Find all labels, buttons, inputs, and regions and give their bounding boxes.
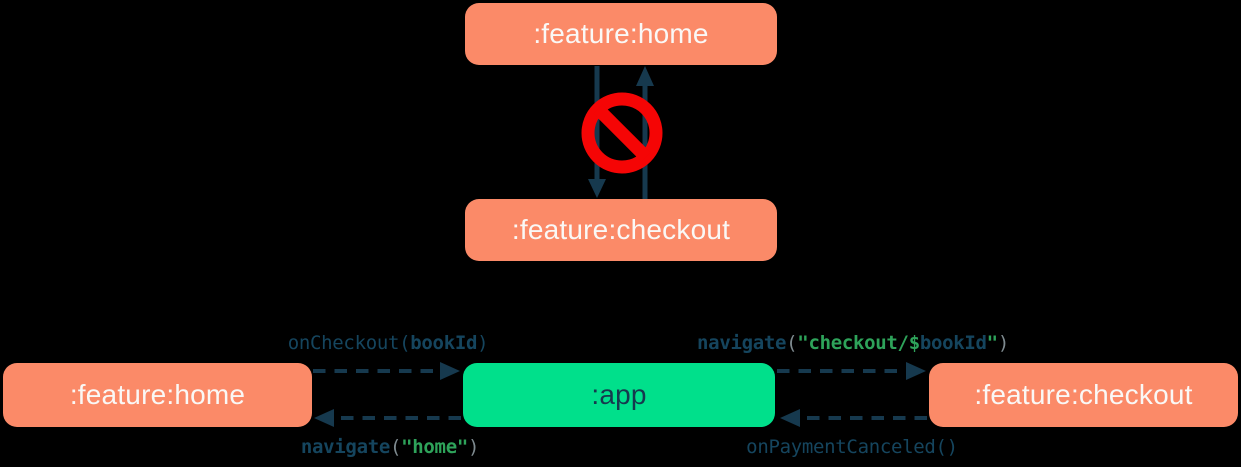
code-token: ( [390,436,402,458]
arrow-event-home-to-app [313,362,460,380]
code-token: ( [786,332,798,354]
arrow-event-checkout-to-app [780,409,927,427]
code-token: "home" [401,436,468,458]
edge-label-navigate-checkout: navigate("checkout/$bookId") [697,331,1009,356]
code-token: bookId [919,332,987,354]
arrow-checkout-to-home [636,66,654,199]
code-token: ) [477,332,489,354]
node-app: :app [463,363,775,427]
no-entry-icon [581,92,663,174]
node-label: :app [591,379,647,410]
edge-label-onpaymentcanceled: onPaymentCanceled() [746,435,958,460]
code-token: onPaymentCanceled() [746,436,958,458]
node-feature-home-top: :feature:home [465,3,777,65]
node-label: :feature:checkout [974,379,1193,410]
code-token: navigate [300,436,390,458]
edge-label-navigate-home: navigate("home") [300,435,480,460]
node-label: :feature:home [533,18,709,49]
code-token: " [986,332,998,354]
node-feature-checkout-top: :feature:checkout [465,199,777,261]
code-token: "checkout/$ [797,332,920,354]
node-feature-checkout-bottom: :feature:checkout [929,363,1238,427]
code-token: ) [467,436,480,458]
code-token: ) [997,332,1009,354]
edge-label-oncheckout: onCheckout(bookId) [288,331,489,356]
code-token: bookId [410,332,478,354]
node-feature-home-bottom: :feature:home [3,363,312,427]
code-token: onCheckout( [287,332,411,354]
arrow-navigate-app-to-home [314,409,461,427]
node-label: :feature:home [69,379,246,410]
code-token: navigate [697,332,787,354]
node-label: :feature:checkout [511,214,731,245]
arrow-home-to-checkout [588,66,606,198]
arrow-navigate-app-to-checkout [777,362,926,380]
